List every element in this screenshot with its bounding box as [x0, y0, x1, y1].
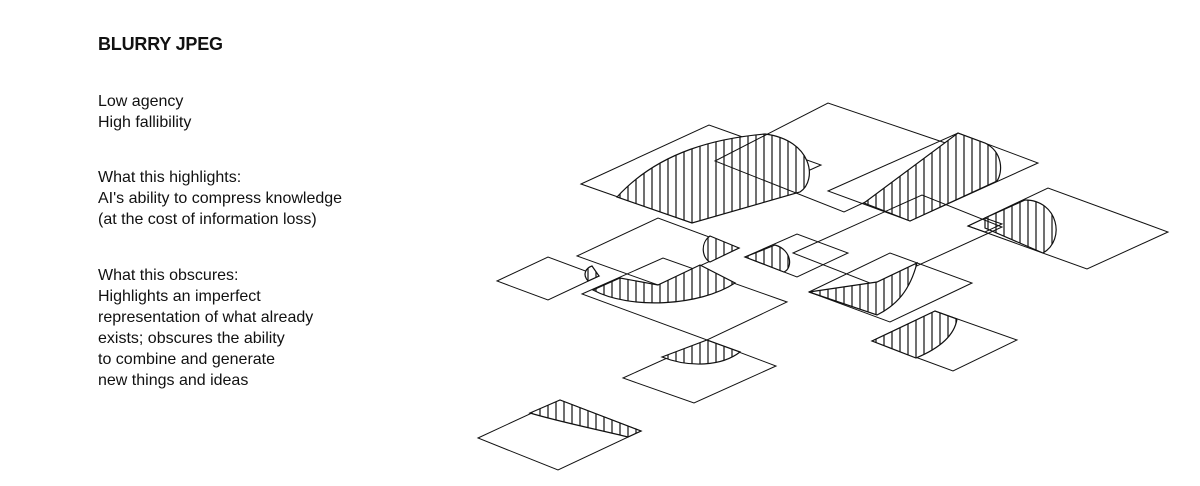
- hatched-fragment: [808, 261, 918, 316]
- page-title: BLURRY JPEG: [98, 34, 223, 54]
- plane: [966, 217, 1004, 233]
- plane: [826, 132, 1040, 222]
- hatched-fragment: [702, 235, 741, 263]
- obscures-line: exists; obscures the ability: [98, 330, 285, 347]
- highlights-line: AI's ability to compress knowledge: [98, 190, 343, 207]
- hatched-fragment: [528, 399, 643, 438]
- obscures-line: Highlights an imperfect: [98, 288, 261, 305]
- attribute-agency: Low agency: [98, 93, 184, 110]
- obscures-section: What this obscures: Highlights an imperf…: [98, 265, 313, 391]
- attributes: Low agency High fallibility: [98, 91, 191, 133]
- highlights-section: What this highlights: AI's ability to co…: [98, 167, 342, 230]
- hatched-fragment: [660, 339, 742, 365]
- highlights-line: (at the cost of information loss): [98, 211, 317, 228]
- obscures-line: new things and ideas: [98, 372, 249, 389]
- hatched-fragment: [862, 132, 1002, 222]
- hatched-fragment: [743, 244, 791, 273]
- plane: [791, 194, 1004, 286]
- plane: [807, 252, 974, 323]
- hatched-fragment: [584, 265, 600, 282]
- obscures-line: representation of what already: [98, 309, 314, 326]
- hatched-fragment: [591, 264, 737, 304]
- plane: [966, 187, 1170, 270]
- obscures-line: to combine and generate: [98, 351, 276, 368]
- obscures-heading: What this obscures:: [98, 267, 239, 284]
- attribute-fallibility: High fallibility: [98, 114, 192, 131]
- hatched-fragment: [984, 199, 1057, 254]
- hatched-fragment: [615, 133, 810, 224]
- hatched-fragment: [870, 310, 958, 359]
- highlights-heading: What this highlights:: [98, 169, 242, 186]
- plane: [580, 257, 789, 341]
